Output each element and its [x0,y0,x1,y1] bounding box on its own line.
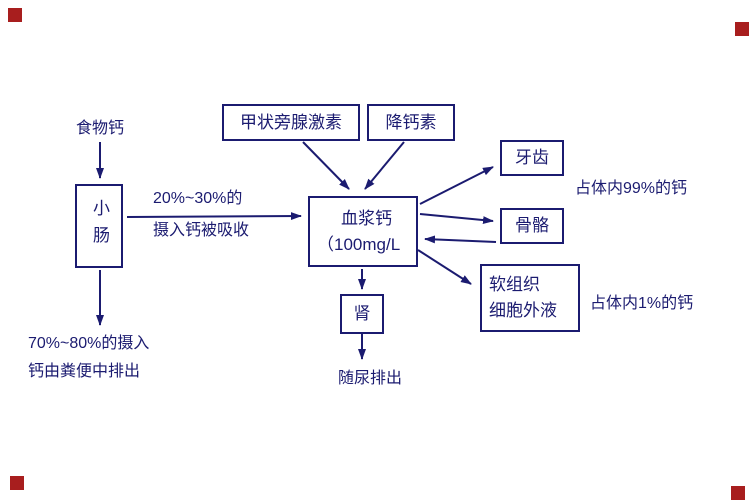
pth-box: 甲状旁腺激素 [222,104,360,141]
arrow-plasma-to-teeth [419,166,494,205]
pct99-label: 占体内99%的钙 [575,180,688,197]
plasma-calcium-line1: 血浆钙 [341,208,392,228]
arrow-calcitonin-to-plasma [364,141,405,190]
bone-box: 骨骼 [500,208,564,244]
arrow-bone-to-plasma [424,235,497,244]
teeth-box: 牙齿 [500,140,564,176]
kidney-box: 肾 [340,294,384,334]
plasma-calcium-box: 血浆钙 （100mg/L [308,196,418,267]
arrow-plasma-to-bone [419,213,494,225]
pct1-label: 占体内1%的钙 [590,295,694,312]
food-calcium-label: 食物钙 [75,120,124,137]
absorption-label-line1: 20%~30%的 [153,190,243,207]
arrow-plasma-to-soft-tissue [417,249,472,285]
absorption-label-line2: 摄入钙被吸收 [153,222,250,239]
urine-label: 随尿排出 [337,370,402,387]
corner-marker-top-right [735,22,749,36]
soft-tissue-line1: 软组织 [489,275,540,294]
small-intestine-box: 小肠 [75,184,123,268]
feces-label-line2: 钙由粪便中排出 [28,363,141,380]
calcitonin-box: 降钙素 [367,104,455,141]
arrow-pth-to-plasma [302,141,350,190]
soft-tissue-line2: 细胞外液 [489,301,557,320]
corner-marker-bottom-left [10,476,24,490]
arrow-intestine-to-plasma [126,212,302,221]
feces-label-line1: 70%~80%的摄入 [28,335,150,352]
plasma-calcium-line2: （100mg/L [317,234,401,254]
corner-marker-top-left [8,8,22,22]
corner-marker-bottom-right [731,486,745,500]
soft-tissue-box: 软组织 细胞外液 [480,264,580,332]
